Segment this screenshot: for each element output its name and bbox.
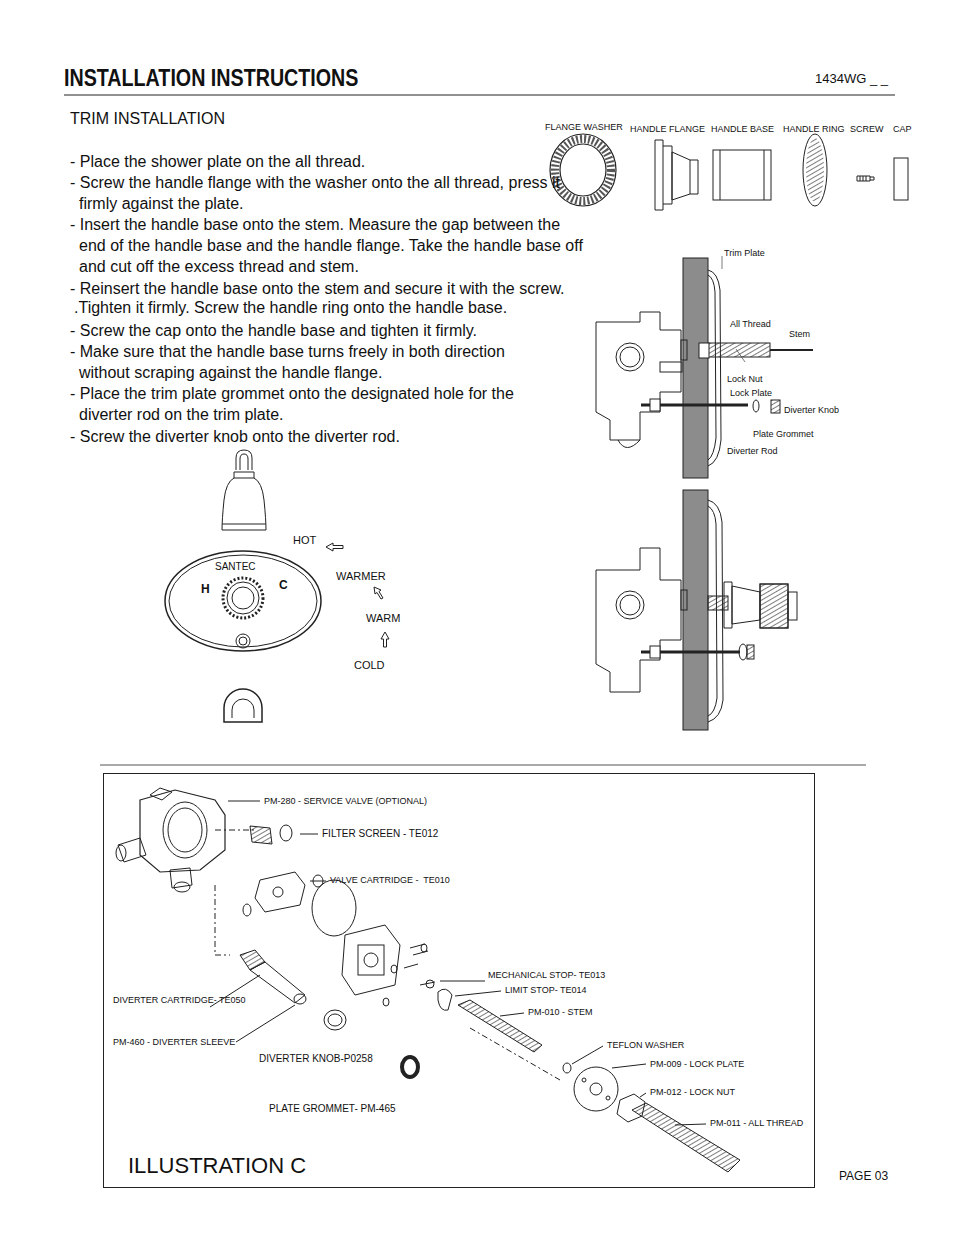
part-label: DIVERTER CARTRIDGE- TE050 bbox=[113, 995, 246, 1005]
part-label: WARMER bbox=[336, 570, 386, 583]
part-label: SCREW bbox=[850, 124, 884, 134]
part-label: TEFLON WASHER bbox=[607, 1040, 684, 1050]
part-label: Stem bbox=[789, 329, 810, 339]
instruction-text: - Place the trim plate grommet onto the … bbox=[70, 383, 519, 425]
part-label: Diverter Knob bbox=[784, 405, 839, 415]
part-label: Plate Grommet bbox=[753, 429, 814, 439]
part-label: PM-009 - LOCK PLATE bbox=[650, 1059, 744, 1069]
part-label: Diverter Rod bbox=[727, 446, 778, 456]
part-label: FILTER SCREEN - TE012 bbox=[322, 828, 438, 840]
instruction-text: TRIM INSTALLATION bbox=[70, 110, 225, 128]
instruction-text: - Place the shower plate on the all thre… bbox=[70, 151, 599, 172]
part-label: Trim Plate bbox=[724, 248, 765, 258]
part-label: WARM bbox=[366, 612, 400, 625]
part-label: PM-010 - STEM bbox=[528, 1007, 593, 1017]
part-label: All Thread bbox=[730, 319, 771, 329]
part-label: PM-012 - LOCK NUT bbox=[650, 1087, 735, 1097]
part-label: DIVERTER KNOB-P0258 bbox=[259, 1053, 373, 1065]
part-label: FLANGE WASHER bbox=[545, 122, 623, 132]
part-label: PM-280 - SERVICE VALVE (OPTIONAL) bbox=[264, 796, 427, 806]
part-label: PLATE GROMMET- PM-465 bbox=[269, 1103, 396, 1115]
page-title: INSTALLATION INSTRUCTIONS bbox=[64, 64, 358, 92]
part-label: Lock Plate bbox=[730, 388, 772, 398]
part-label: MECHANICAL STOP- TE013 bbox=[488, 970, 605, 980]
part-label: COLD bbox=[354, 659, 385, 672]
part-label: HANDLE BASE bbox=[711, 124, 774, 134]
part-label: H bbox=[201, 583, 210, 597]
part-label: HOT bbox=[293, 534, 316, 547]
instruction-text: 1434WG _ _ bbox=[815, 72, 888, 87]
part-label: Lock Nut bbox=[727, 374, 763, 384]
part-label: PAGE 03 bbox=[839, 1170, 888, 1184]
instruction-text: - Insert the handle base onto the stem. … bbox=[70, 214, 587, 277]
instruction-text: - Screw the handle flange with the washe… bbox=[70, 172, 567, 214]
part-label: VALVE CARTRIDGE - TE010 bbox=[330, 875, 450, 885]
part-label: HANDLE FLANGE bbox=[630, 124, 705, 134]
part-label: PM-011 - ALL THREAD bbox=[710, 1118, 803, 1128]
part-label: C bbox=[279, 579, 288, 593]
part-label: PM-460 - DIVERTER SLEEVE bbox=[113, 1037, 235, 1047]
part-label: LIMIT STOP- TE014 bbox=[505, 985, 587, 995]
part-label: CAP bbox=[893, 124, 912, 134]
frame-heading: ILLUSTRATION C bbox=[128, 1154, 306, 1178]
instruction-text: - Make sure that the handle base turns f… bbox=[70, 341, 557, 383]
instruction-text: - Screw the cap onto the handle base and… bbox=[70, 320, 599, 341]
instruction-text: .Tighten it firmly. Screw the handle rin… bbox=[74, 299, 507, 317]
part-label: HANDLE RING bbox=[783, 124, 845, 134]
instruction-text: - Reinsert the handle base onto the stem… bbox=[70, 278, 599, 299]
part-label: SANTEC bbox=[215, 561, 256, 573]
instruction-text: - Screw the diverter knob onto the diver… bbox=[70, 426, 599, 447]
illustration-frame: ILLUSTRATION C bbox=[103, 773, 815, 1188]
